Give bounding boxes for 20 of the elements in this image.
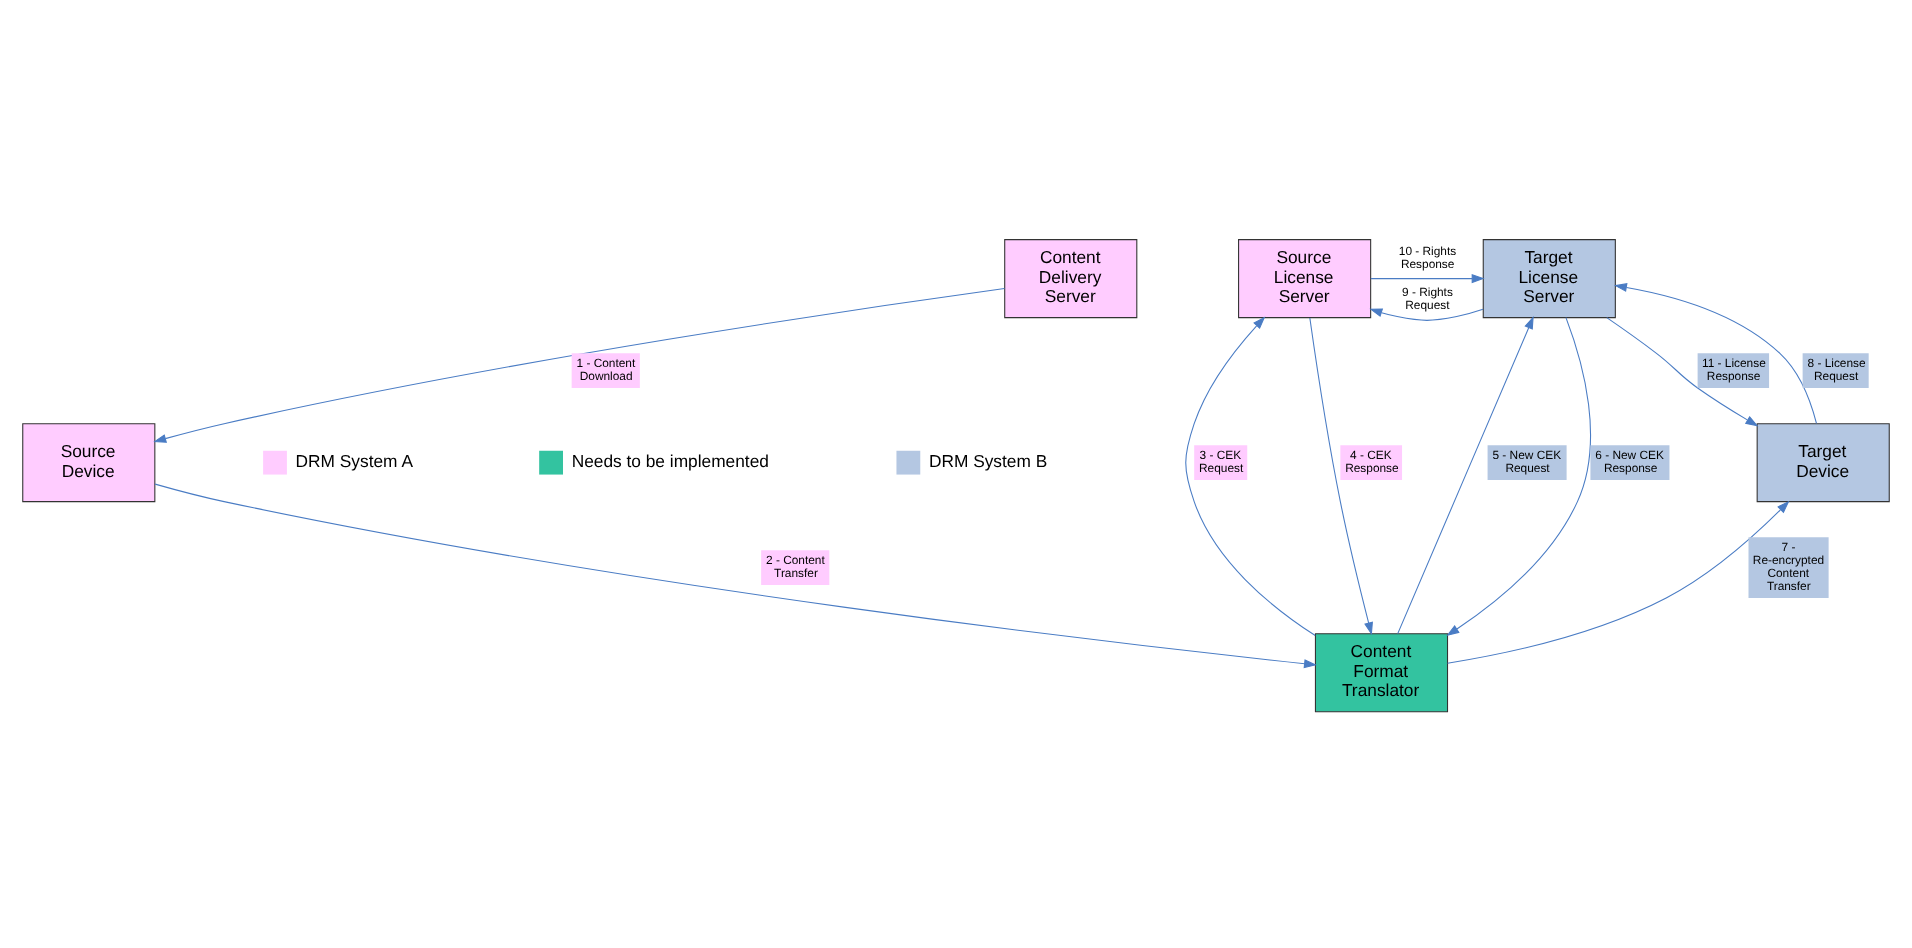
node-box: Content Format Translator [1314,633,1449,713]
node-box: Content Delivery Server [1004,239,1138,319]
legend-label: DRM System B [928,450,1048,471]
node-box: Target Device [1756,423,1890,503]
legend-label: Needs to be implemented [571,450,769,471]
node-box: Source License Server [1238,239,1372,319]
arrow [153,288,1005,443]
arrow [1185,316,1316,637]
arrow [1613,283,1817,424]
arrow [1606,317,1759,427]
node-box: Source Device [22,423,156,503]
arrow [1309,317,1373,636]
node-box: Target License Server [1482,239,1616,319]
arrow [1369,308,1484,321]
arrow [1447,500,1790,664]
legend-label: DRM System A [295,450,413,471]
arrow [154,483,1317,669]
arrow [1446,317,1592,637]
arrow [1397,316,1534,635]
arrow [1370,274,1485,284]
